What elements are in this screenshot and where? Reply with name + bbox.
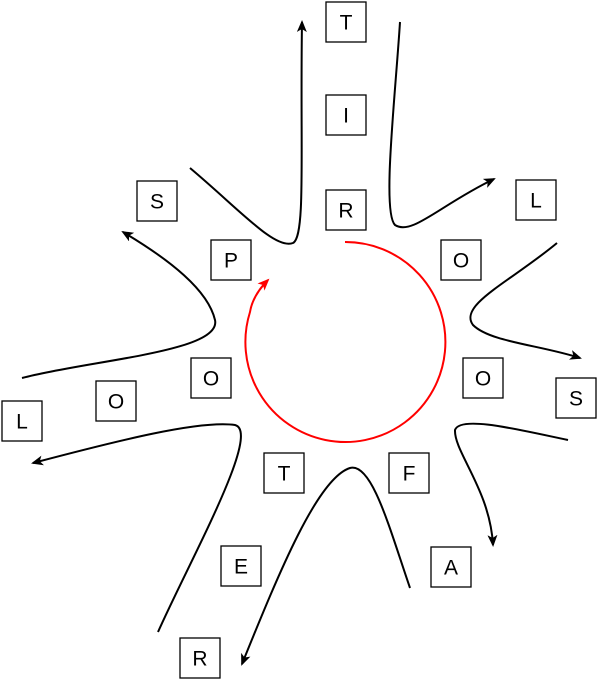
letter: R — [192, 648, 207, 671]
letter-box-frame — [440, 239, 482, 281]
letter-box: P — [210, 239, 252, 281]
letter: L — [16, 411, 28, 434]
letter-box-frame — [179, 637, 221, 679]
arrow-path-up — [189, 20, 307, 245]
letter: S — [150, 191, 164, 214]
letter-box-frame — [388, 452, 430, 494]
letter-box-frame — [555, 377, 597, 419]
letter: T — [278, 463, 291, 486]
letter-box: R — [179, 637, 221, 679]
letter-box: O — [440, 239, 482, 281]
letter: P — [224, 250, 238, 273]
letter-box: O — [95, 380, 137, 422]
letter-box-frame — [136, 180, 178, 222]
letter-box-frame — [462, 357, 504, 399]
cycle-arrow — [244, 240, 447, 443]
letter: O — [453, 250, 469, 273]
arrow-path-right — [469, 242, 582, 360]
letter-box-frame — [1, 400, 43, 442]
letter-box: S — [555, 377, 597, 419]
arrow-path-down — [241, 466, 411, 666]
letter-box: I — [325, 94, 367, 136]
letter: O — [475, 368, 491, 391]
letter-box-frame — [190, 357, 232, 399]
letter-box-frame — [210, 239, 252, 281]
arrow-path-upper-left — [21, 230, 217, 379]
letter-box: T — [263, 452, 305, 494]
arrow-path-left — [31, 423, 242, 633]
letter-box-frame — [325, 94, 367, 136]
letter: R — [338, 200, 353, 223]
letter-box: A — [430, 546, 472, 588]
letter-box-frame — [515, 179, 557, 221]
letter-box-frame — [430, 546, 472, 588]
letter: T — [340, 12, 353, 35]
letter: I — [343, 105, 349, 128]
letter-box: L — [515, 179, 557, 221]
letter-box-frame — [325, 1, 367, 43]
letter: A — [444, 557, 458, 580]
letter-box: S — [136, 180, 178, 222]
letter: S — [569, 388, 583, 411]
arrow-path-lower-right — [453, 422, 569, 547]
letter: L — [530, 190, 542, 213]
letter-box: F — [388, 452, 430, 494]
letter-box-frame — [325, 189, 367, 231]
letter: E — [234, 556, 248, 579]
letter-box: O — [190, 357, 232, 399]
letter-box: T — [325, 1, 367, 43]
arrow-path-upper-right — [388, 21, 496, 229]
letter-box: L — [1, 400, 43, 442]
letter-box: O — [462, 357, 504, 399]
letter-box-frame — [95, 380, 137, 422]
letter-box: R — [325, 189, 367, 231]
letter-box-frame — [263, 452, 305, 494]
letter-box: E — [220, 545, 262, 587]
letter-box-frame — [220, 545, 262, 587]
letter: F — [403, 463, 416, 486]
letter: O — [108, 391, 124, 414]
letter: O — [203, 368, 219, 391]
